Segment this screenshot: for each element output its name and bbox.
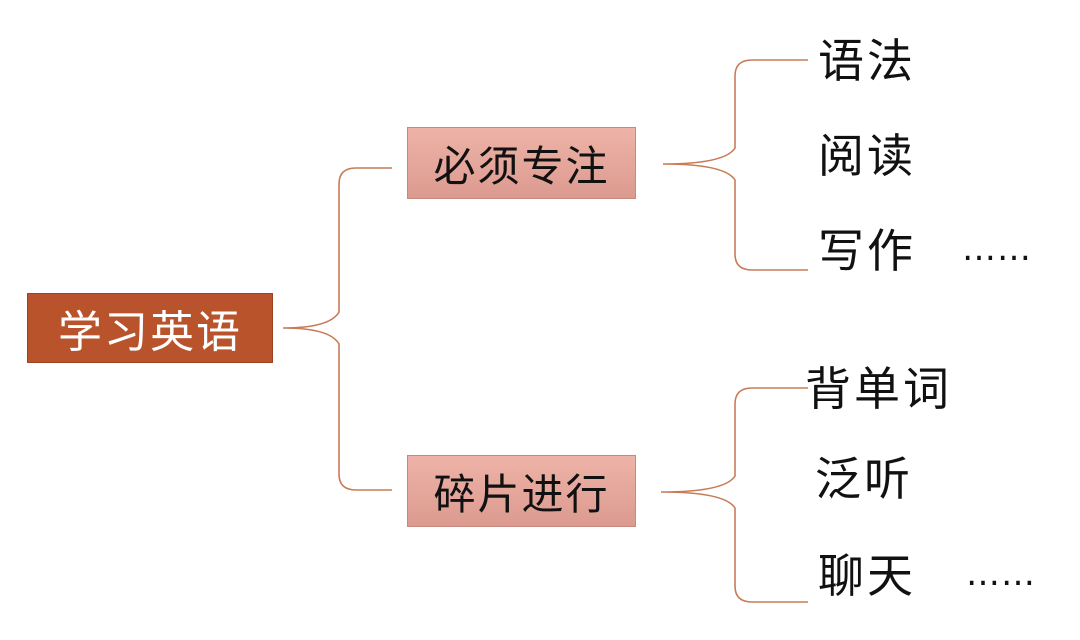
branch-node-label: 必须专注 bbox=[433, 141, 610, 191]
leaf-ellipsis: …… bbox=[966, 554, 1036, 594]
branch-1-connector bbox=[662, 59, 808, 271]
root-node-label: 学习英语 bbox=[58, 307, 242, 358]
leaf-chatting: 聊天 bbox=[818, 549, 916, 603]
branch-node-fragmented: 碎片进行 bbox=[407, 455, 636, 527]
branch-2-connector bbox=[660, 387, 808, 603]
leaf-writing: 写作 bbox=[818, 224, 916, 278]
leaf-vocabulary: 背单词 bbox=[805, 362, 952, 416]
leaf-extensive-listening: 泛听 bbox=[815, 452, 913, 506]
root-node: 学习英语 bbox=[27, 293, 273, 363]
leaf-grammar: 语法 bbox=[818, 34, 916, 88]
leaf-reading: 阅读 bbox=[818, 129, 916, 183]
leaf-ellipsis: …… bbox=[962, 229, 1032, 269]
branch-node-label: 碎片进行 bbox=[433, 469, 610, 519]
root-connector bbox=[282, 167, 392, 491]
branch-node-focus: 必须专注 bbox=[407, 127, 636, 199]
